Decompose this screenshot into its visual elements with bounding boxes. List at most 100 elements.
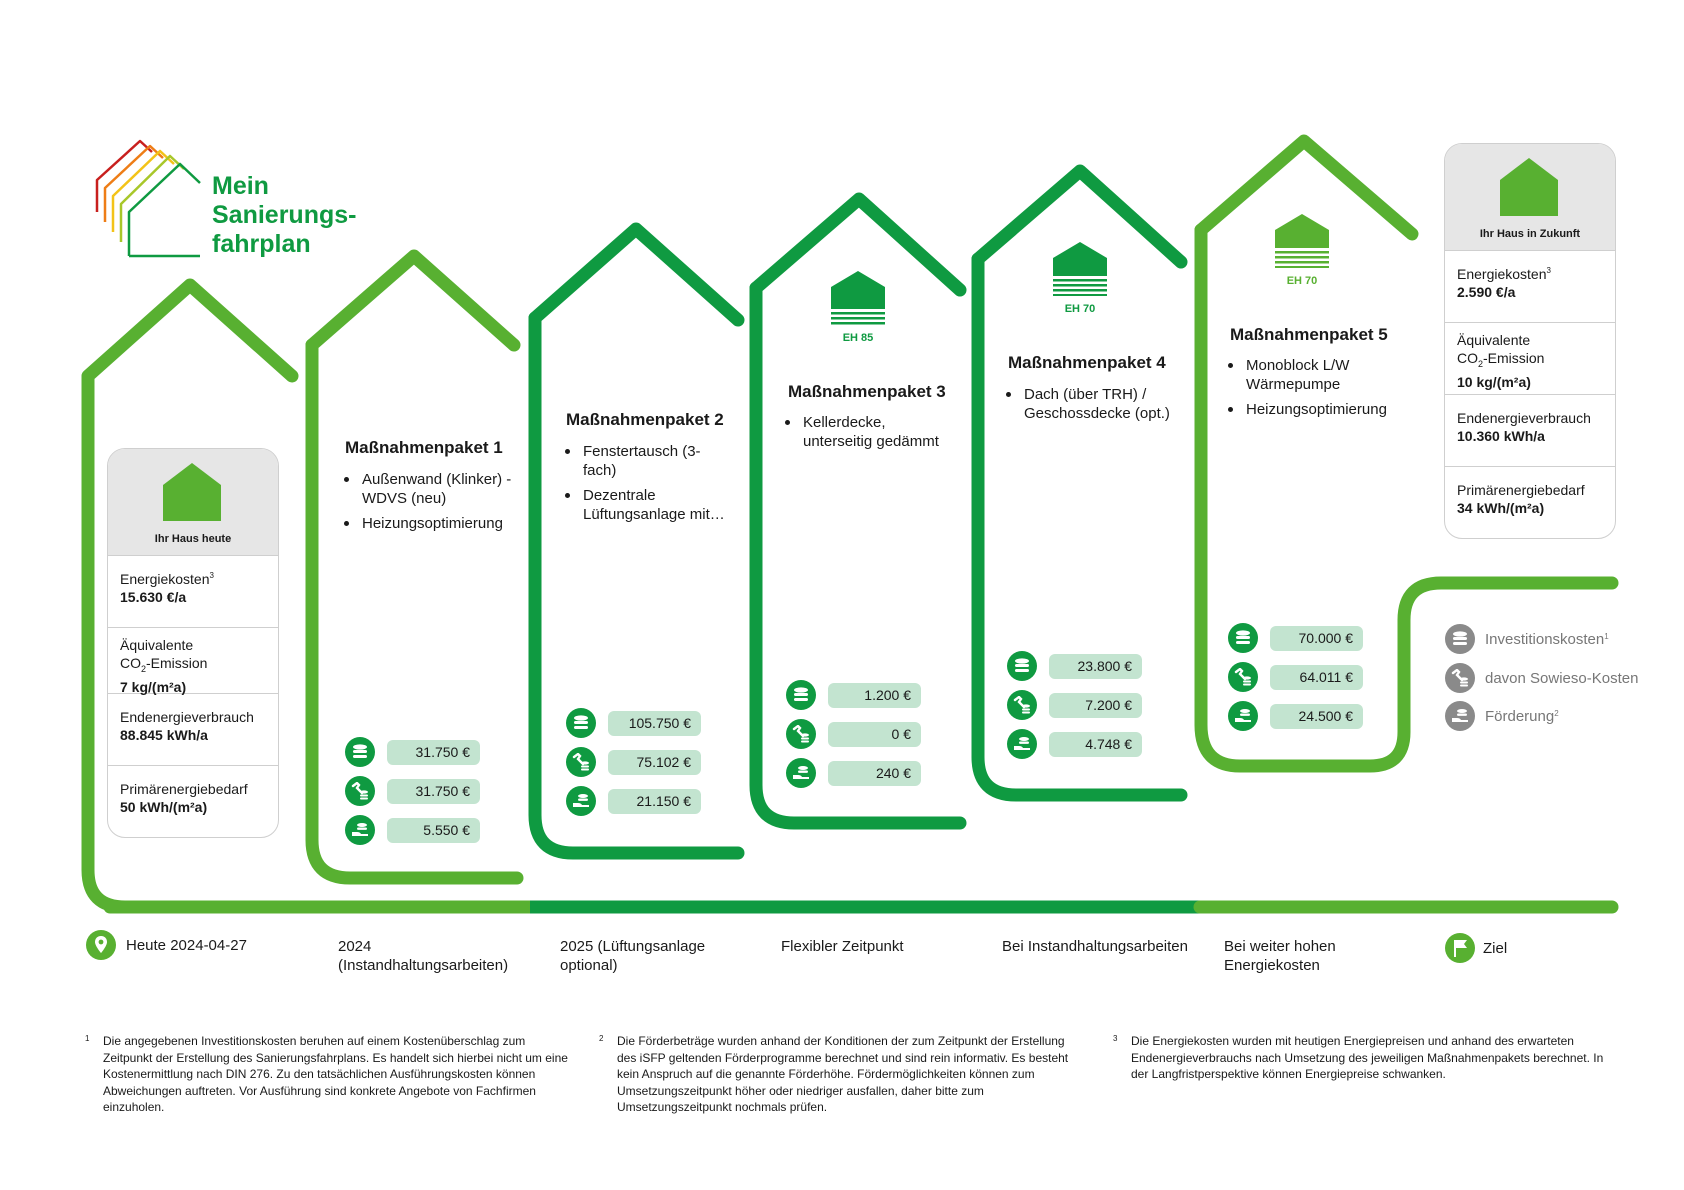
package-5-funding-row: 24.500 € (1228, 701, 1363, 731)
footnote-ref: 1 (1604, 631, 1609, 641)
list-item: Fenstertausch (3-fach) (561, 442, 731, 480)
hand-coins-icon (1445, 701, 1475, 731)
footnote-number: 2 (599, 1034, 604, 1043)
goal-marker: Ziel (1445, 933, 1507, 963)
row-label: Energiekosten (120, 571, 210, 587)
list-item: Monoblock L/W Wärmepumpe (1224, 356, 1399, 394)
row-label-rest: -Emission (146, 655, 208, 671)
package-1-sowieso-cost-row: 31.750 € (345, 776, 480, 806)
cost-value: 1.200 € (828, 682, 921, 708)
legend-sowieso: davon Sowieso-Kosten (1445, 663, 1638, 693)
logo-title: Mein Sanierungs- fahrplan (212, 172, 356, 259)
wrench-coins-icon (1228, 662, 1258, 692)
package-3-investment-cost-row: 1.200 € (786, 680, 921, 710)
card-header: Ihr Haus heute (108, 449, 278, 555)
footnote-number: 1 (85, 1034, 90, 1043)
row-label-co: CO (1457, 350, 1478, 366)
package-1-title: Maßnahmenpaket 1 (345, 438, 503, 457)
row-label: Endenergieverbrauch (1457, 410, 1591, 426)
location-pin-icon (86, 930, 116, 960)
row-value: 10 kg/(m²a) (1457, 373, 1531, 390)
package-3-title: Maßnahmenpaket 3 (788, 382, 946, 401)
eh-house-icon (1053, 242, 1107, 297)
primary-energy-row: Primärenergiebedarf 50 kWh/(m²a) (108, 765, 278, 837)
wrench-coins-icon (786, 719, 816, 749)
row-label-rest: -Emission (1483, 350, 1545, 366)
logo-line-3: fahrplan (212, 230, 311, 258)
card-title: Ihr Haus in Zukunft (1479, 228, 1581, 240)
logo-icon (95, 139, 201, 258)
row-label: Äquivalente (120, 637, 194, 653)
cost-value: 7.200 € (1049, 692, 1142, 718)
hand-coins-icon (566, 786, 596, 816)
eh-house-icon (1275, 214, 1329, 269)
timeline-label-3: Flexibler Zeitpunkt (781, 938, 904, 955)
footnote-text: Die Energiekosten wurden mit heutigen En… (1131, 1034, 1604, 1081)
timeline-label-1: 2024 (Instandhaltungsarbeiten) (338, 938, 509, 974)
legend-label: davon Sowieso-Kosten (1485, 669, 1639, 687)
row-label-sub: 2 (141, 663, 147, 674)
coins-icon (566, 708, 596, 738)
row-value: 50 kWh/(m²a) (120, 799, 208, 815)
row-value: 7 kg/(m²a) (120, 678, 187, 695)
final-energy-row: Endenergieverbrauch 88.845 kWh/a (108, 693, 278, 765)
cost-value: 0 € (828, 721, 921, 747)
row-value: 2.590 €/a (1457, 284, 1516, 300)
package-1-funding-row: 5.550 € (345, 815, 480, 845)
cost-value: 31.750 € (387, 778, 480, 804)
cost-value: 21.150 € (608, 788, 701, 814)
row-value: 15.630 €/a (120, 589, 187, 605)
wrench-coins-icon (1007, 690, 1037, 720)
coins-icon (1445, 624, 1475, 654)
eh-label: EH 70 (1286, 275, 1318, 287)
eh-label: EH 85 (842, 332, 874, 344)
legend-label: Investitionskosten (1485, 630, 1605, 648)
package-4-items: Dach (über TRH) / Geschossdecke (opt.) (1002, 385, 1177, 429)
wrench-coins-icon (566, 747, 596, 777)
package-3-sowieso-cost-row: 0 € (786, 719, 921, 749)
package-4-title: Maßnahmenpaket 4 (1008, 353, 1166, 372)
flag-icon (1445, 933, 1475, 963)
cost-value: 4.748 € (1049, 731, 1142, 757)
package-2-items: Fenstertausch (3-fach) Dezentrale Lüftun… (561, 442, 731, 530)
cost-value: 64.011 € (1270, 664, 1363, 690)
package-2-title: Maßnahmenpaket 2 (566, 410, 724, 429)
hand-coins-icon (1228, 701, 1258, 731)
house-icon (1500, 158, 1558, 216)
cost-value: 24.500 € (1270, 703, 1363, 729)
row-label-co: CO (120, 655, 141, 671)
house-icon (163, 463, 221, 521)
co2-row: Äquivalente CO2-Emission 7 kg/(m²a) (108, 627, 278, 695)
today-label: Heute 2024-04-27 (126, 936, 247, 954)
package-5-items: Monoblock L/W Wärmepumpe Heizungsoptimie… (1224, 356, 1399, 425)
row-label: Endenergieverbrauch (120, 709, 254, 725)
list-item: Dezentrale Lüftungsanlage mit… (561, 486, 731, 524)
cost-value: 70.000 € (1270, 625, 1363, 651)
package-1-items: Außenwand (Klinker) - WDVS (neu) Heizung… (340, 470, 515, 539)
timeline-label-5: Bei weiter hohen Energiekosten (1224, 938, 1336, 974)
cost-value: 23.800 € (1049, 653, 1142, 679)
eh-badge-pkg4: EH 70 (1052, 242, 1108, 315)
footnote-2: 2 Die Förderbeträge wurden anhand der Ko… (599, 1033, 1087, 1116)
footnote-number: 3 (1113, 1034, 1118, 1043)
row-value: 88.845 kWh/a (120, 727, 208, 743)
legend-label: Förderung (1485, 707, 1555, 725)
primary-energy-row: Primärenergiebedarf 34 kWh/(m²a) (1445, 466, 1615, 538)
hand-coins-icon (1007, 729, 1037, 759)
package-4-funding-row: 4.748 € (1007, 729, 1142, 759)
co2-row: Äquivalente CO2-Emission 10 kg/(m²a) (1445, 322, 1615, 394)
coins-icon (786, 680, 816, 710)
logo-line-1: Mein (212, 172, 269, 200)
list-item: Kellerdecke, unterseitig gedämmt (781, 413, 951, 451)
package-3-items: Kellerdecke, unterseitig gedämmt (781, 413, 951, 457)
footnote-ref: 3 (209, 571, 214, 580)
timeline-label-4: Bei Instandhaltungsarbeiten (1002, 938, 1188, 955)
footnote-1: 1 Die angegebenen Investitionskosten ber… (85, 1033, 573, 1116)
row-label-sub: 2 (1478, 358, 1484, 369)
cost-value: 105.750 € (608, 710, 701, 736)
package-2-sowieso-cost-row: 75.102 € (566, 747, 701, 777)
energy-cost-row: Energiekosten3 2.590 €/a (1445, 250, 1615, 322)
